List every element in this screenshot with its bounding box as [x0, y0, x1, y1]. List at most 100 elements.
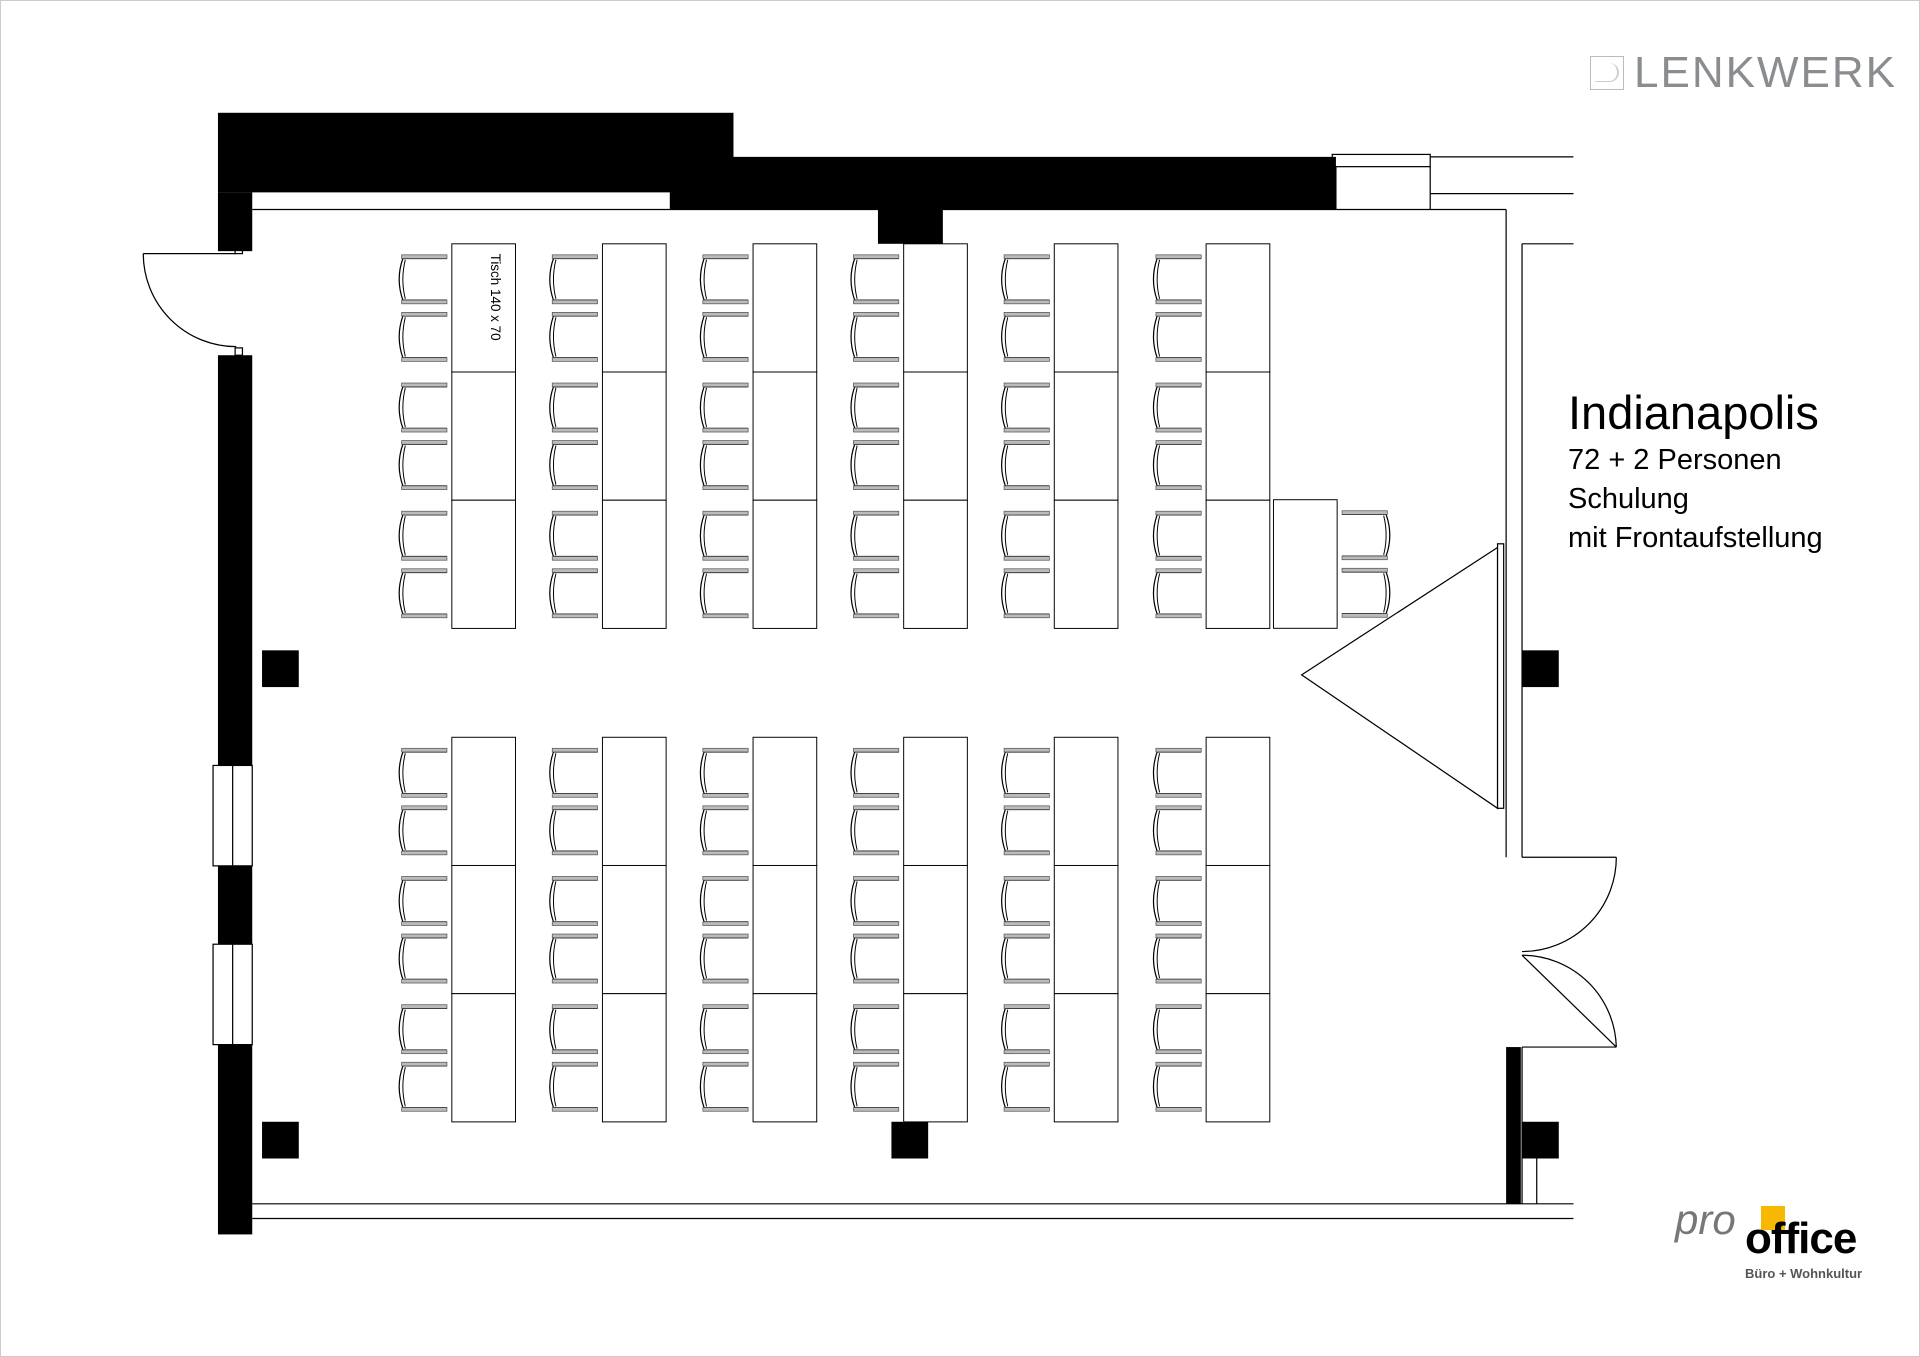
pillar [262, 1121, 299, 1159]
chair [398, 805, 448, 856]
table [1053, 499, 1119, 629]
table [451, 499, 516, 629]
chair [1152, 312, 1202, 362]
table [601, 371, 667, 501]
chair [850, 440, 900, 490]
table [451, 864, 516, 995]
chair [549, 568, 598, 619]
table [903, 499, 968, 629]
trainer-table [1272, 499, 1338, 629]
chair [699, 510, 749, 561]
prooffice-tagline: Büro + Wohnkultur [1745, 1266, 1863, 1281]
chair [398, 440, 448, 490]
chair [850, 510, 900, 561]
chair [549, 312, 598, 362]
chair [850, 568, 900, 619]
chair [1001, 747, 1050, 798]
table [451, 993, 516, 1123]
chair [1152, 876, 1202, 926]
screen [1496, 543, 1505, 809]
table [451, 243, 516, 373]
chair [549, 933, 598, 984]
chair [1001, 805, 1050, 856]
door-left [142, 252, 237, 348]
chair [1152, 933, 1202, 984]
chair [398, 1004, 448, 1055]
room-name: Indianapolis [1568, 386, 1819, 439]
table [903, 993, 968, 1123]
chair [1152, 568, 1202, 619]
chair [1001, 1004, 1050, 1055]
chair [699, 440, 749, 490]
chair [699, 382, 749, 433]
table [451, 371, 516, 501]
chair [850, 805, 900, 856]
chair [1341, 510, 1391, 561]
chair [1341, 567, 1391, 618]
table [601, 864, 667, 995]
table-label: Tisch 140 x 70 [488, 254, 503, 341]
table [752, 499, 818, 629]
chair [1152, 254, 1202, 305]
table [1205, 736, 1271, 866]
chair [549, 382, 598, 433]
chair [1001, 933, 1050, 984]
chair [850, 382, 900, 433]
chair [398, 312, 448, 362]
chair [549, 254, 598, 305]
chair [549, 440, 598, 490]
room-info: Indianapolis 72 + 2 Personen Schulung mi… [1568, 385, 1823, 558]
chair [398, 510, 448, 561]
chair [1001, 876, 1050, 926]
room-usage: Schulung [1568, 483, 1689, 515]
chair [398, 1061, 448, 1112]
table [1205, 243, 1271, 373]
chair [1001, 254, 1050, 305]
chair [699, 805, 749, 856]
table [601, 243, 667, 373]
left-wall-upper [217, 192, 253, 252]
chair [1152, 440, 1202, 490]
chair [850, 312, 900, 362]
table [1205, 371, 1271, 501]
table [903, 243, 968, 373]
chair [699, 312, 749, 362]
chair [1001, 440, 1050, 490]
pillar [1522, 1121, 1559, 1159]
chair [1001, 382, 1050, 433]
chair [398, 933, 448, 984]
chair [699, 1061, 749, 1112]
chair [699, 933, 749, 984]
chair [850, 876, 900, 926]
lenkwerk-logo-text: LENKWERK [1634, 48, 1897, 97]
thin-walls [234, 153, 1574, 1220]
chair [850, 933, 900, 984]
furniture [398, 243, 1391, 1123]
room-setup: mit Frontaufstellung [1568, 522, 1823, 554]
table [903, 864, 968, 995]
chair [1001, 1061, 1050, 1112]
prooffice-office: office [1745, 1214, 1857, 1263]
pillar [262, 650, 299, 688]
chair [1152, 1061, 1202, 1112]
chair [1152, 805, 1202, 856]
top-wall-left [217, 112, 734, 193]
chair [1152, 747, 1202, 798]
chair [549, 510, 598, 561]
right-wall-segment [1506, 1047, 1521, 1204]
projection-screen [1300, 543, 1505, 810]
pillar [891, 1121, 929, 1159]
lenkwerk-logo-icon [1590, 56, 1624, 90]
chair [699, 747, 749, 798]
table [1205, 993, 1271, 1123]
chair [549, 805, 598, 856]
table [601, 993, 667, 1123]
table [1053, 371, 1119, 501]
table [752, 993, 818, 1123]
prooffice-pro: pro [1675, 1196, 1736, 1243]
chair [699, 568, 749, 619]
chair [1001, 568, 1050, 619]
table [601, 499, 667, 629]
prooffice-logo: pro office Büro + Wohnkultur [1675, 1196, 1875, 1286]
